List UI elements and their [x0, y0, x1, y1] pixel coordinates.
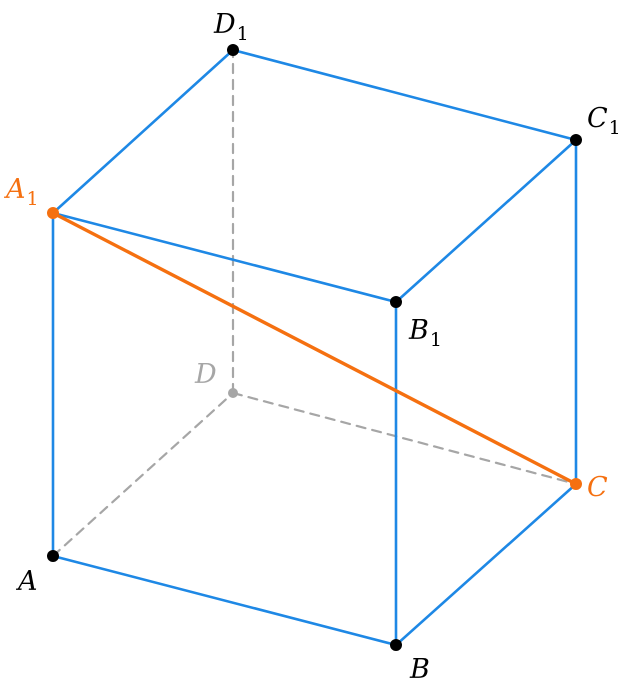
vertex-letter: C — [587, 103, 608, 134]
vertex-label-d: D — [194, 359, 217, 390]
edge-d1-a1 — [51, 48, 235, 215]
edge-a-b — [51, 554, 398, 647]
vertex-letter: B — [408, 315, 429, 346]
vertex-letter: A — [15, 566, 38, 597]
vertex-subscript: 1 — [27, 188, 39, 210]
vertex-label-c1: C1 — [587, 103, 621, 139]
edge-a1-b1 — [51, 211, 398, 304]
segment-a1-c — [51, 211, 578, 486]
edge-b-c — [394, 482, 578, 647]
edge-b1-c1 — [394, 138, 578, 304]
vertex-label-a: A — [15, 566, 38, 597]
visible-edges-group — [51, 48, 578, 647]
vertex-letter: C — [587, 472, 608, 503]
vertex-subscript: 1 — [430, 329, 442, 351]
vertex-point-b — [390, 639, 402, 651]
vertex-point-d1 — [227, 44, 239, 56]
vertex-letter: D — [194, 359, 217, 390]
hidden-edges-group — [51, 48, 578, 558]
edge-d-c-hidden — [231, 391, 578, 486]
vertex-label-a1: A1 — [3, 174, 39, 210]
vertex-label-b: B — [409, 654, 430, 685]
vertex-points-group — [47, 44, 582, 651]
highlight-segment-group — [51, 211, 578, 486]
edge-c1-d1 — [231, 48, 578, 142]
vertex-subscript: 1 — [609, 117, 621, 139]
vertex-point-c — [570, 478, 582, 490]
vertex-label-d1: D1 — [213, 9, 249, 45]
vertex-subscript: 1 — [237, 23, 249, 45]
vertex-label-b1: B1 — [408, 315, 442, 351]
vertex-letter: B — [409, 654, 430, 685]
vertex-point-b1 — [390, 296, 402, 308]
vertex-letter: D — [213, 9, 236, 40]
vertex-point-c1 — [570, 134, 582, 146]
vertex-point-a — [47, 550, 59, 562]
edge-a-d-hidden — [51, 391, 235, 558]
vertex-letter: A — [3, 174, 26, 205]
vertex-point-a1 — [47, 207, 59, 219]
vertex-label-c: C — [587, 472, 608, 503]
vertex-point-d — [228, 388, 238, 398]
